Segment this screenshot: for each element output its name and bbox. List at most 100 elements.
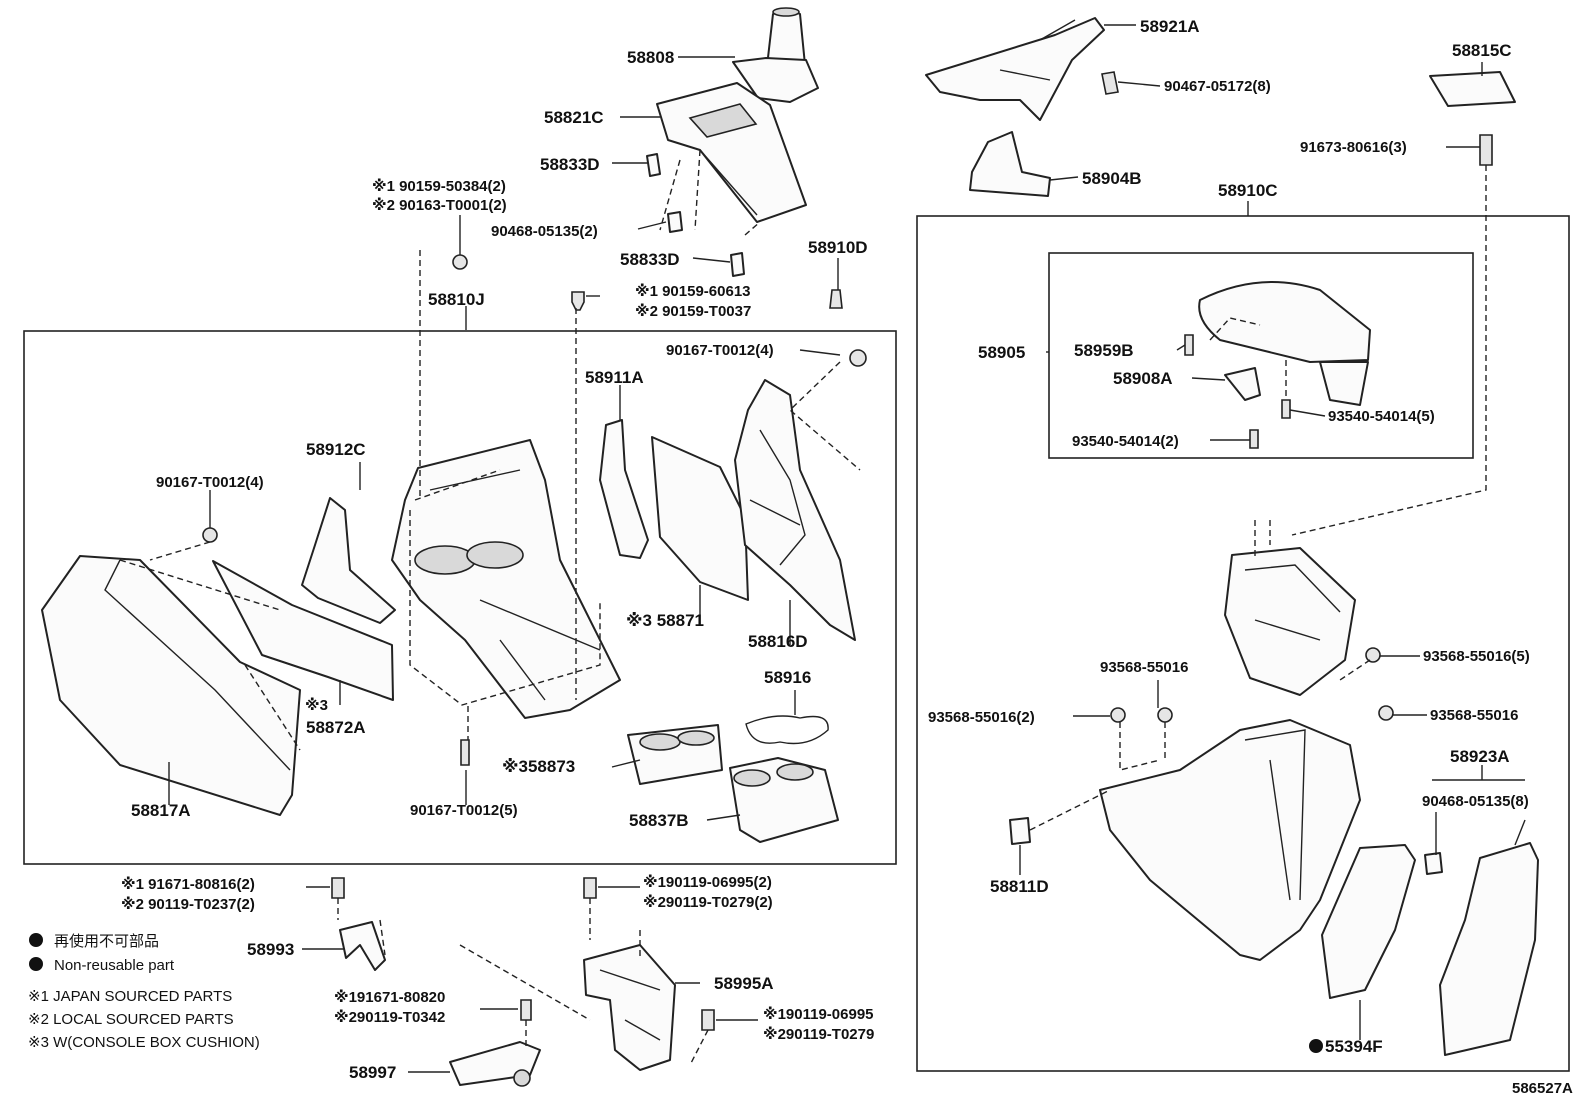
label-90159-60613: ※1 90159-60613 [635,282,751,300]
cover-55394F [1321,844,1416,999]
non-reusable-marker-55394F [1309,1039,1323,1053]
label-58810J: 58810J [428,290,485,309]
label-90119-T0279: ※290119-T0279 [763,1025,874,1043]
console-frame-58810J [391,439,621,719]
bracket-58995A [583,944,676,1071]
boot-58904B [969,131,1051,197]
label-58921A: 58921A [1140,17,1200,36]
bolt-91673-80616 [1479,134,1493,166]
guide-dashes-bottom [337,898,709,1066]
label-90119-T0237: ※2 90119-T0237(2) [121,895,255,913]
label-58905: 58905 [978,343,1025,362]
bolt-90159-60613 [571,291,585,311]
screw-93568-55016-5 [1365,647,1381,663]
lower-console-body [1099,719,1361,961]
pad-58872A [212,560,394,701]
label-58997: 58997 [349,1063,396,1082]
bezel-part [656,82,807,223]
label-90159-T0037: ※2 90159-T0037 [635,302,751,320]
label-55394F: 55394F [1325,1037,1383,1056]
side-trim-58911A [599,419,649,559]
screw-58959B [1184,334,1194,356]
label-58904B: 58904B [1082,169,1142,188]
legend-note-3: ※3 W(CONSOLE BOX CUSHION) [28,1034,260,1051]
leader-lines [168,24,1526,1073]
label-90468-05135-2: 90468-05135(2) [491,223,598,240]
label-93540-54014-5: 93540-54014(5) [1328,408,1435,425]
pad-58815C [1429,71,1516,107]
label-58910D: 58910D [808,238,868,257]
diagram-id: 586527A [1512,1080,1573,1097]
legend-note-1: ※1 JAPAN SOURCED PARTS [28,988,232,1005]
frame-outline-dash [409,469,601,706]
guide-dashes-armrest [1209,317,1287,400]
label-93568-55016-b: 93568-55016 [1430,707,1518,724]
side-panel-58817A [41,555,301,816]
bracket-58997 [449,1041,541,1087]
label-90119-06995: ※190119-06995 [763,1005,874,1023]
clip-58833D-lower [730,252,745,277]
console-box-58910C [1224,547,1356,696]
legend-non-reusable-jp: 再使用不可部品 [54,933,159,950]
guide-dashes-box [1254,520,1271,560]
label-93568-55016-a: 93568-55016 [1100,659,1188,676]
legend-non-reusable-en: Non-reusable part [54,957,175,974]
label-58837B: 58837B [629,811,689,830]
label-90119-T0342: ※290119-T0342 [334,1008,445,1026]
screw-93540-54014-2 [1249,429,1259,449]
label-58995A: 58995A [714,974,774,993]
clip-90467 [1101,71,1119,95]
label-58817A: 58817A [131,801,191,820]
screw-93568-55016-b [1378,705,1394,721]
label-90468-05135-8: 90468-05135(8) [1422,793,1529,810]
screw-93568-55016-a [1157,707,1173,723]
bolt-91671-80820 [520,999,532,1021]
shift-boot-part [732,7,819,103]
label-58959B: 58959B [1074,341,1134,360]
label-58912C: 58912C [306,440,366,459]
label-90467-05172: 90467-05172(8) [1164,78,1271,95]
label-58872A: 58872A [306,718,366,737]
clip-58833D-upper [646,153,661,177]
label-90167-T0012-right: 90167-T0012(4) [666,342,774,359]
clip-90468-cover [1424,852,1443,875]
pad-58873 [627,724,723,785]
bolt-90167-T0012-lower [460,739,470,766]
label-58910C: 58910C [1218,181,1278,200]
bracket-58921A [925,17,1105,121]
bracket-58993 [339,921,386,971]
bolt-90167-T0012-right [849,349,867,367]
clip-58910D [829,289,843,309]
armrest-lid-58905 [1198,281,1371,406]
legend-bullet-jp [29,933,43,947]
clip-58811D [1009,817,1031,845]
label-90163-T0001: ※2 90163-T0001(2) [372,196,507,214]
label-58833D-upper: 58833D [540,155,600,174]
group-box-58905 [1048,252,1474,459]
label-93540-54014-2: 93540-54014(2) [1072,433,1179,450]
guide-dashes-left [119,250,861,751]
label-90119-06995-2: ※190119-06995(2) [643,873,772,891]
label-91671-80816: ※1 91671-80816(2) [121,875,255,893]
legend-note-2: ※2 LOCAL SOURCED PARTS [28,1011,234,1028]
label-58908A: 58908A [1113,369,1173,388]
label-58815C: 58815C [1452,41,1512,60]
screw-93540-54014-5 [1281,399,1291,419]
label-58911A: 58911A [585,368,644,387]
clip-90468-upper [667,211,683,233]
hinge-58908A [1224,367,1261,401]
label-58873: ※358873 [502,757,575,776]
bolt-90159-50384 [452,254,468,270]
label-90167-T0012-lower: 90167-T0012(5) [410,802,518,819]
label-58993: 58993 [247,940,294,959]
label-90159-50384: ※1 90159-50384(2) [372,177,506,195]
bolt-90119-06995-right [701,1009,715,1031]
label-58821C: 58821C [544,108,604,127]
bolt-90167-T0012-left [202,527,218,543]
legend-bullet-en [29,957,43,971]
group-box-58910C [916,215,1570,1072]
bolt-90119-06995-top [583,877,597,899]
label-58808: 58808 [627,48,674,67]
label-90119-T0279-2: ※290119-T0279(2) [643,893,773,911]
label-58871: ※3 58871 [626,611,704,630]
